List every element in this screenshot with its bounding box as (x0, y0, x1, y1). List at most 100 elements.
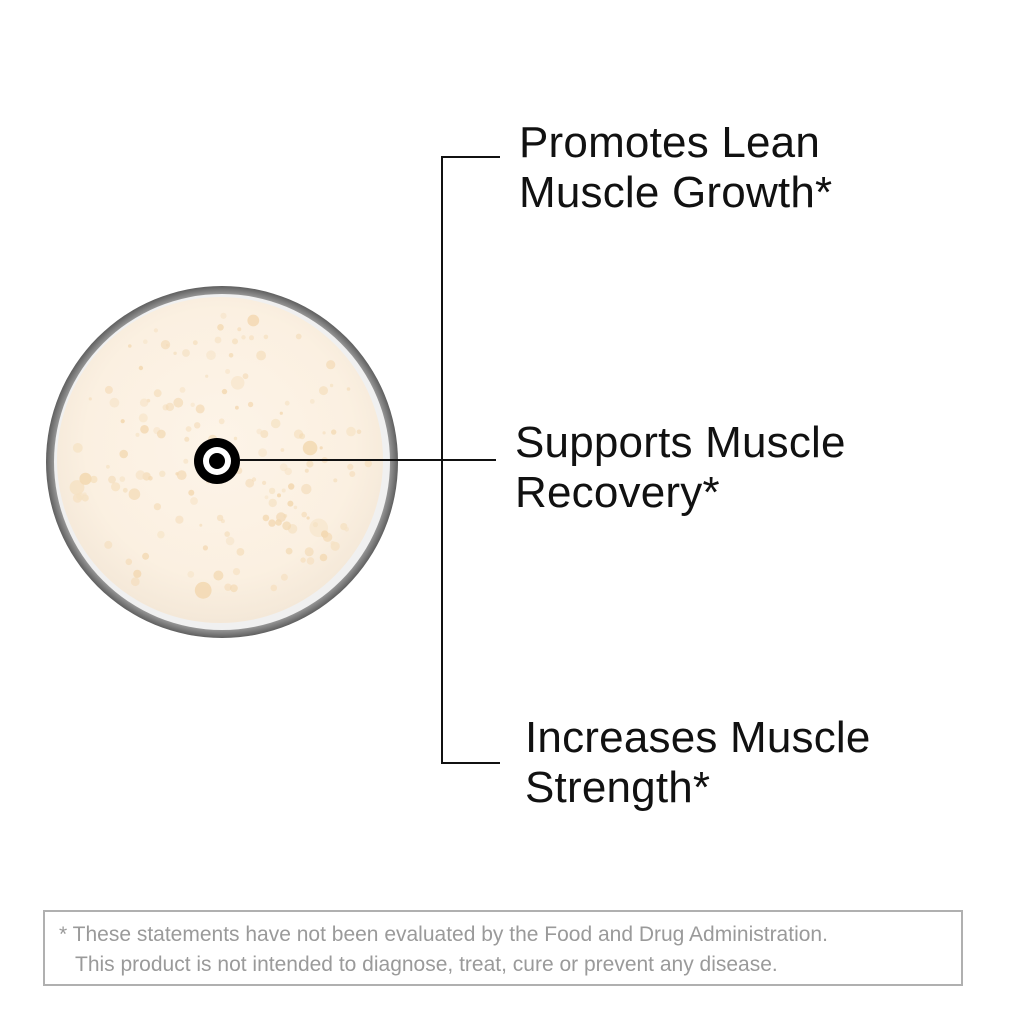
foam-bubble (330, 541, 340, 551)
foam-bubble (284, 400, 290, 406)
foam-bubble (159, 470, 166, 477)
foam-bubble (295, 333, 302, 340)
foam-bubble (218, 418, 225, 425)
foam-bubble (280, 573, 288, 581)
foam-bubble (319, 446, 323, 450)
foam-bubble (157, 530, 165, 539)
foam-bubble (153, 328, 158, 333)
foam-bubble (182, 349, 190, 357)
foam-bubble (284, 467, 292, 476)
foam-bubble (281, 488, 286, 493)
foam-bubble (108, 475, 116, 484)
foam-bubble (199, 523, 203, 527)
foam-bubble (235, 405, 239, 410)
foam-bubble (319, 553, 328, 562)
foam-bubble (287, 500, 294, 507)
foam-bubble (135, 470, 146, 480)
foam-bubble (88, 397, 92, 401)
foam-bubble (142, 552, 150, 560)
target-icon[interactable] (193, 437, 241, 485)
claim-line: Muscle Growth* (519, 168, 833, 217)
foam-bubble (128, 488, 141, 500)
claim-line: Promotes Lean (519, 118, 820, 167)
foam-bubble (329, 383, 334, 388)
foam-bubble (263, 334, 269, 340)
foam-bubble (256, 350, 266, 361)
foam-bubble (293, 505, 298, 510)
foam-bubble (175, 515, 184, 524)
foam-bubble (282, 521, 292, 531)
foam-bubble (301, 511, 308, 518)
foam-bubble (173, 397, 184, 408)
foam-bubble (304, 547, 314, 557)
foam-bubble (187, 571, 195, 578)
foam-bubble (279, 411, 283, 415)
foam-bubble (260, 430, 269, 438)
foam-bubble (217, 324, 224, 331)
protein-shake-glass (46, 286, 398, 638)
foam-bubble (270, 418, 281, 429)
foam-bubble (173, 351, 177, 355)
foam-bubble (301, 483, 312, 495)
foam-bubble (194, 581, 212, 599)
foam-bubble (247, 314, 260, 327)
foam-bubble (225, 536, 235, 546)
foam-bubble (176, 470, 187, 480)
foam-bubble (331, 429, 337, 435)
foam-bubble (143, 339, 148, 344)
foam-bubble (135, 432, 140, 437)
claim-line: Increases Muscle (525, 713, 871, 762)
foam-bubble (109, 397, 120, 408)
foam-bubble (140, 425, 149, 434)
foam-bubble (104, 385, 113, 394)
claim-line: Supports Muscle (515, 418, 846, 467)
foam-bubble (247, 401, 254, 408)
foam-bubble (346, 426, 356, 437)
foam-bubble (214, 336, 222, 344)
foam-bubble (125, 558, 133, 566)
foam-bubble (304, 468, 309, 473)
foam-bubble (293, 429, 304, 439)
foam-bubble (309, 399, 315, 404)
foam-bubble (306, 460, 314, 468)
foam-bubble (242, 373, 249, 380)
foam-bubble (241, 335, 246, 340)
foam-bubble (319, 386, 328, 396)
foam-bubble (213, 570, 224, 581)
claim-line: Recovery* (515, 468, 720, 517)
foam-bubble (122, 487, 128, 493)
foam-bubble (192, 340, 198, 346)
foam-bubble (148, 476, 153, 481)
claim-muscle-recovery: Supports Muscle Recovery* (515, 418, 846, 518)
foam-bubble (194, 422, 201, 429)
foam-bubble (326, 360, 336, 370)
foam-bubble (233, 436, 238, 441)
foam-bubble (264, 495, 269, 500)
fda-disclaimer-box: * These statements have not been evaluat… (43, 910, 963, 986)
foam-bubble (90, 475, 98, 484)
foam-bubble (153, 389, 162, 398)
foam-bubble (220, 312, 227, 319)
foam-bubble (224, 583, 232, 591)
foam-bubble (232, 568, 241, 576)
foam-bubble (306, 516, 310, 520)
foam-bubble (237, 327, 242, 332)
foam-bubble (347, 463, 354, 470)
foam-bubble (190, 497, 198, 505)
foam-bubble (302, 440, 318, 456)
foam-bubble (228, 353, 234, 358)
foam-bubble (232, 338, 238, 345)
foam-bubble (156, 429, 166, 439)
foam-bubble (183, 458, 189, 464)
foam-bubble (270, 584, 278, 592)
foam-bubble (119, 449, 128, 459)
foam-bubble (249, 335, 254, 341)
foam-bubble (188, 489, 195, 496)
foam-bubble (76, 492, 84, 500)
foam-bubble (184, 436, 190, 442)
foam-bubble (322, 431, 326, 435)
foam-bubble (322, 532, 333, 542)
disclaimer-line-1: * These statements have not been evaluat… (59, 923, 828, 946)
foam-bubble (202, 545, 208, 551)
foam-bubble (69, 480, 85, 495)
